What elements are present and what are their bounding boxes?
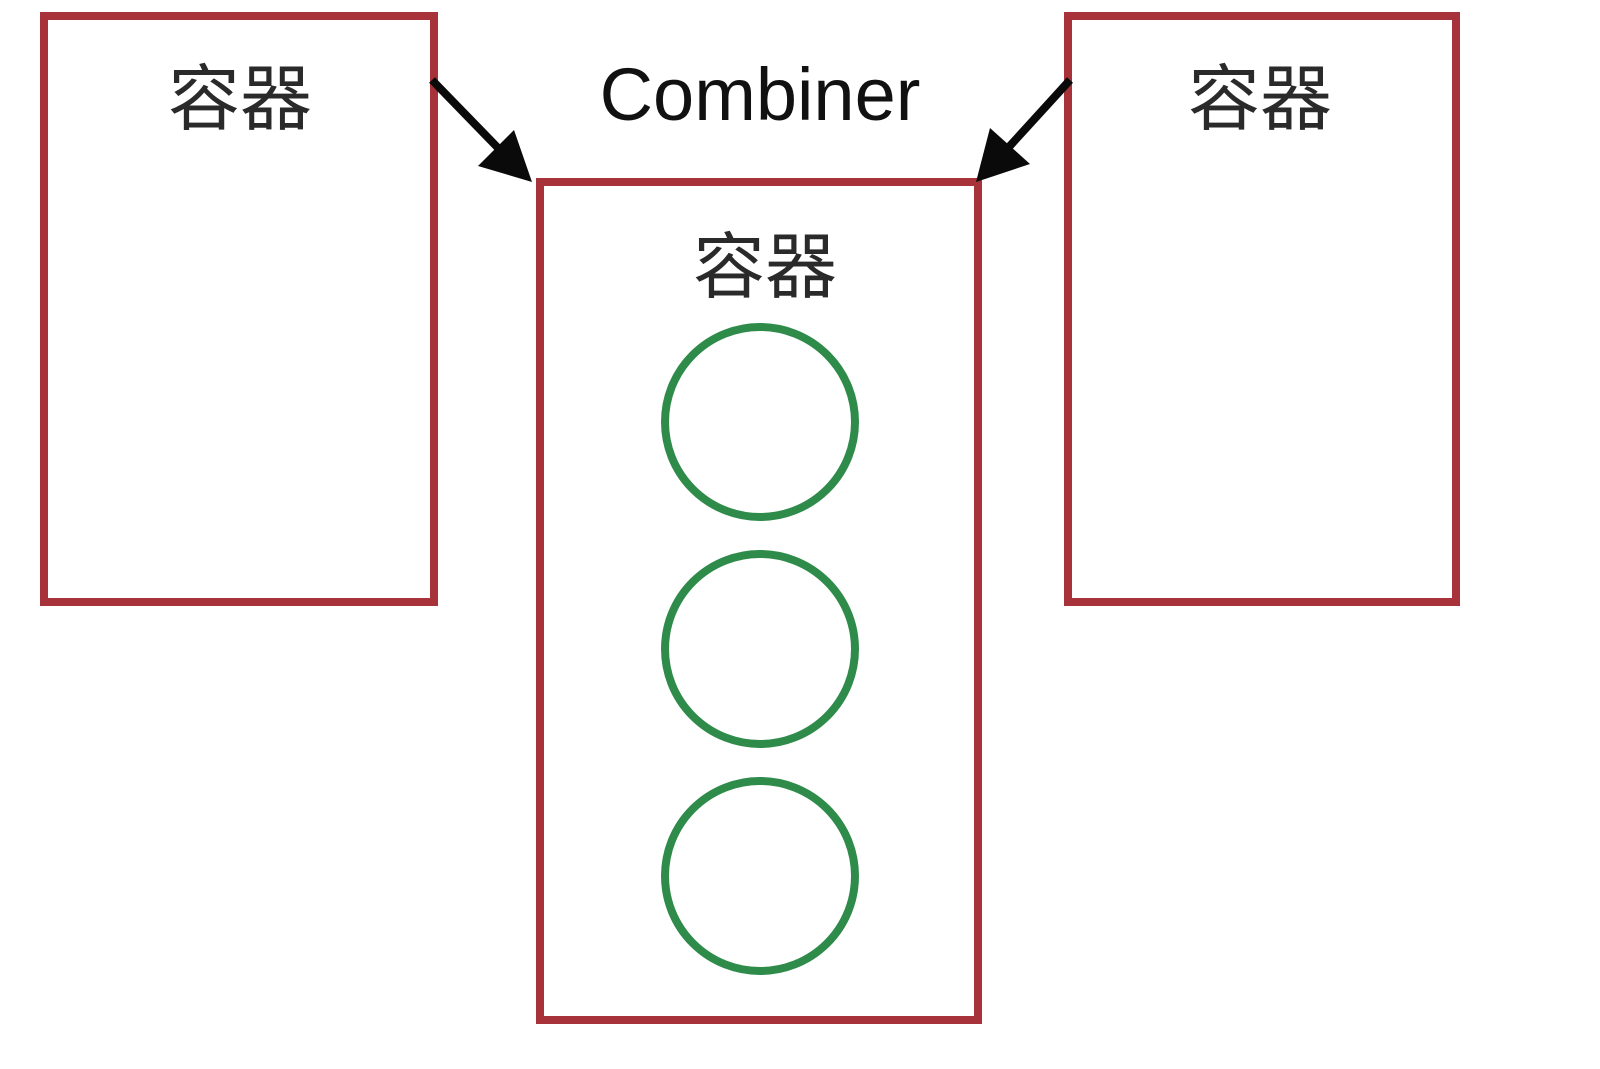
center-container: 容器	[536, 178, 982, 1024]
center-container-label: 容器	[693, 225, 837, 309]
left-container: 容器	[40, 12, 438, 606]
arrow-right-shaft	[1005, 77, 1073, 151]
arrow-right-head-icon	[976, 128, 1030, 182]
arrow-left-shaft	[429, 77, 503, 153]
arrow-right-to-center	[976, 77, 1073, 182]
left-container-label: 容器	[168, 57, 312, 141]
center-container-box	[536, 178, 982, 1024]
item-circle-3	[661, 777, 859, 975]
arrow-left-to-center	[429, 77, 532, 182]
right-container-label: 容器	[1188, 57, 1332, 141]
right-container: 容器	[1064, 12, 1460, 606]
arrow-left-head-icon	[478, 130, 532, 182]
item-circle-2	[661, 550, 859, 748]
right-container-box	[1064, 12, 1460, 606]
combiner-title: Combiner	[600, 53, 921, 136]
item-circle-1	[661, 323, 859, 521]
left-container-box	[40, 12, 438, 606]
